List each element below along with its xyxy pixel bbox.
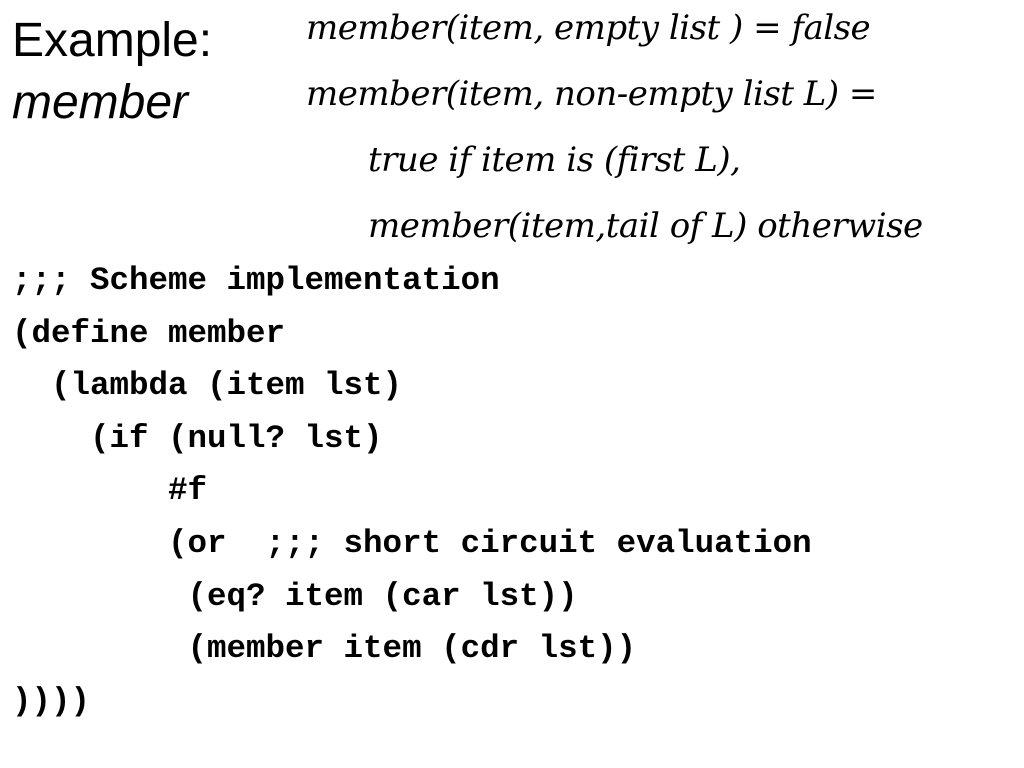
code-line: )))): [12, 682, 91, 720]
slide-title: Example:: [12, 14, 213, 67]
code-line: #f: [12, 472, 208, 510]
definition-line: member(item, empty list ) = false: [306, 8, 871, 48]
code-line: (lambda (item lst): [12, 367, 403, 405]
slide-title-block: Example: member: [12, 10, 212, 134]
definition-line: true if item is (first L),: [368, 140, 741, 180]
code-line: (define member: [12, 314, 286, 352]
code-block: ;;; Scheme implementation(define member …: [12, 255, 812, 728]
code-line: (if (null? lst): [12, 419, 383, 457]
definition-line: member(item, non-empty list L) =: [306, 74, 877, 114]
slide-subtitle: member: [12, 76, 189, 129]
definition-line: member(item,tail of L) otherwise: [368, 206, 923, 246]
code-line: (member item (cdr lst)): [12, 630, 637, 668]
code-line: (or ;;; short circuit evaluation: [12, 524, 812, 562]
code-line: (eq? item (car lst)): [12, 577, 578, 615]
code-line: ;;; Scheme implementation: [12, 262, 500, 299]
